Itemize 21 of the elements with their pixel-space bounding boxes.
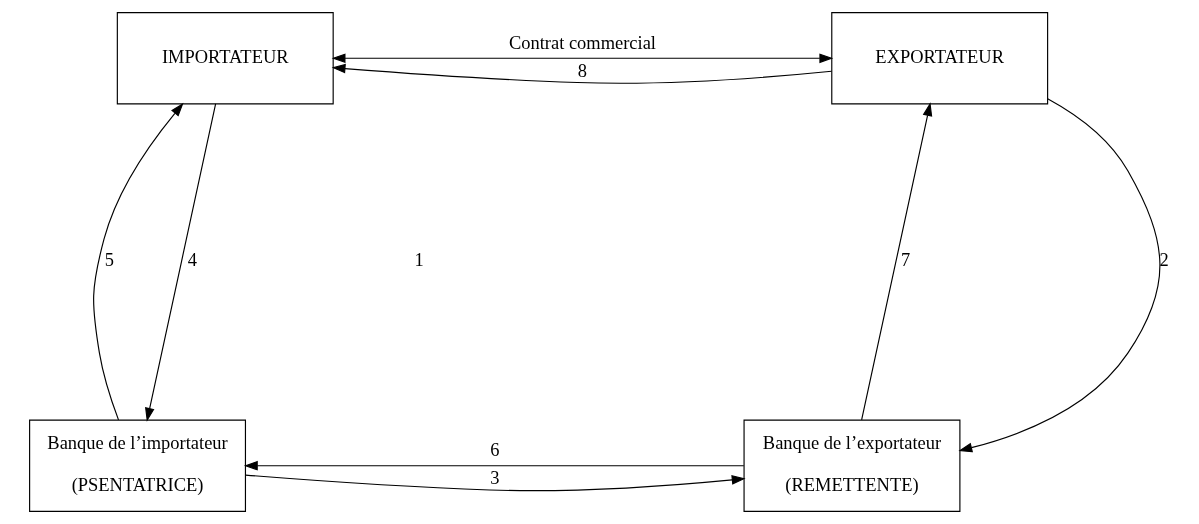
arrow (145, 103, 217, 422)
arrow (245, 474, 746, 492)
node-box: Banque de l’importateur (PSENTATRICE) (29, 419, 247, 512)
edge-label: 7 (901, 250, 911, 271)
edge-label: 3 (490, 467, 500, 488)
edge-label: 8 (577, 60, 588, 81)
node-box: Banque de l’exportateur (REMETTENTE) (743, 419, 961, 512)
label: 1 (414, 250, 424, 271)
edge-label: Contrat commercial (508, 32, 657, 53)
edge-label: 6 (490, 440, 500, 461)
node-box: EXPORTATEUR (831, 12, 1049, 105)
node-box: IMPORTATEUR (116, 12, 334, 105)
arrow (861, 102, 933, 421)
edge-label: 5 (104, 250, 114, 271)
arrow (93, 102, 184, 421)
edge-label: 4 (187, 250, 197, 271)
arrow (243, 460, 745, 471)
edge-label: 2 (1159, 250, 1169, 271)
arrow (958, 98, 1161, 453)
arrow (331, 53, 834, 64)
arrow (331, 63, 833, 84)
